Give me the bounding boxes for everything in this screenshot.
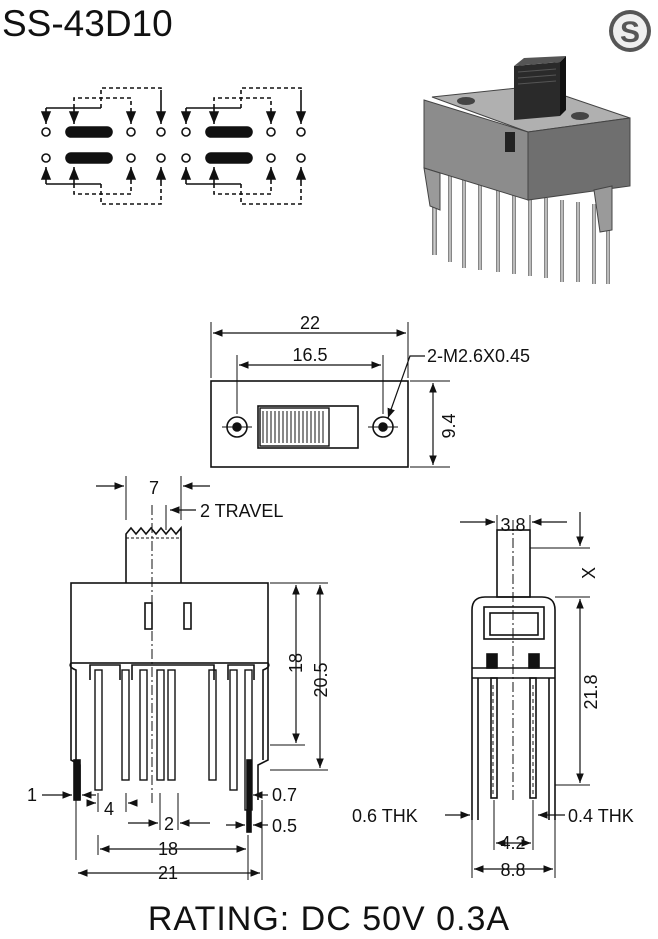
screw-spec-label: 2-M2.6X0.45 [427,346,530,366]
brand-logo: S [609,10,651,52]
dim-pin-spacing-a: 4 [104,799,114,819]
dim-total-height: 20.5 [311,662,331,697]
side-dim-overall-width: 8.8 [500,860,525,880]
dim-body-height: 18 [286,653,306,673]
dim-actuator-width: 7 [149,478,159,498]
side-view [445,512,590,878]
dim-hole-pitch: 16.5 [292,345,327,365]
schematic-half-left [40,87,167,205]
product-photo [423,56,631,284]
thk-left-label: 0.6 THK [352,806,418,826]
rating-label: RATING: DC 50V 0.3A [148,900,510,938]
part-number-title: SS-43D10 [2,3,173,44]
side-dim-body-height: 21.8 [581,674,601,709]
side-dim-actuator-height: X [579,567,599,579]
dim-width-22: 22 [300,313,320,333]
dim-pin-row: 18 [158,839,178,859]
logo-letter: S [620,16,640,49]
front-view [42,476,328,880]
thk-right-label: 0.4 THK [568,806,634,826]
side-dim-actuator-width: 3.8 [500,515,525,535]
dim-overall-width: 21 [158,863,178,883]
dim-mount-offset: 0.7 [272,785,297,805]
top-view [210,322,450,468]
travel-label: 2 TRAVEL [200,501,283,521]
dim-pin-width: 1 [27,785,37,805]
dim-pin-spacing-b: 2 [164,814,174,834]
dim-height-9-4: 9.4 [439,413,459,438]
schematic-half-right [180,87,307,205]
circuit-schematic [40,87,307,205]
side-dim-pin-spacing: 4.2 [500,833,525,853]
dim-pin-thickness: 0.5 [272,816,297,836]
